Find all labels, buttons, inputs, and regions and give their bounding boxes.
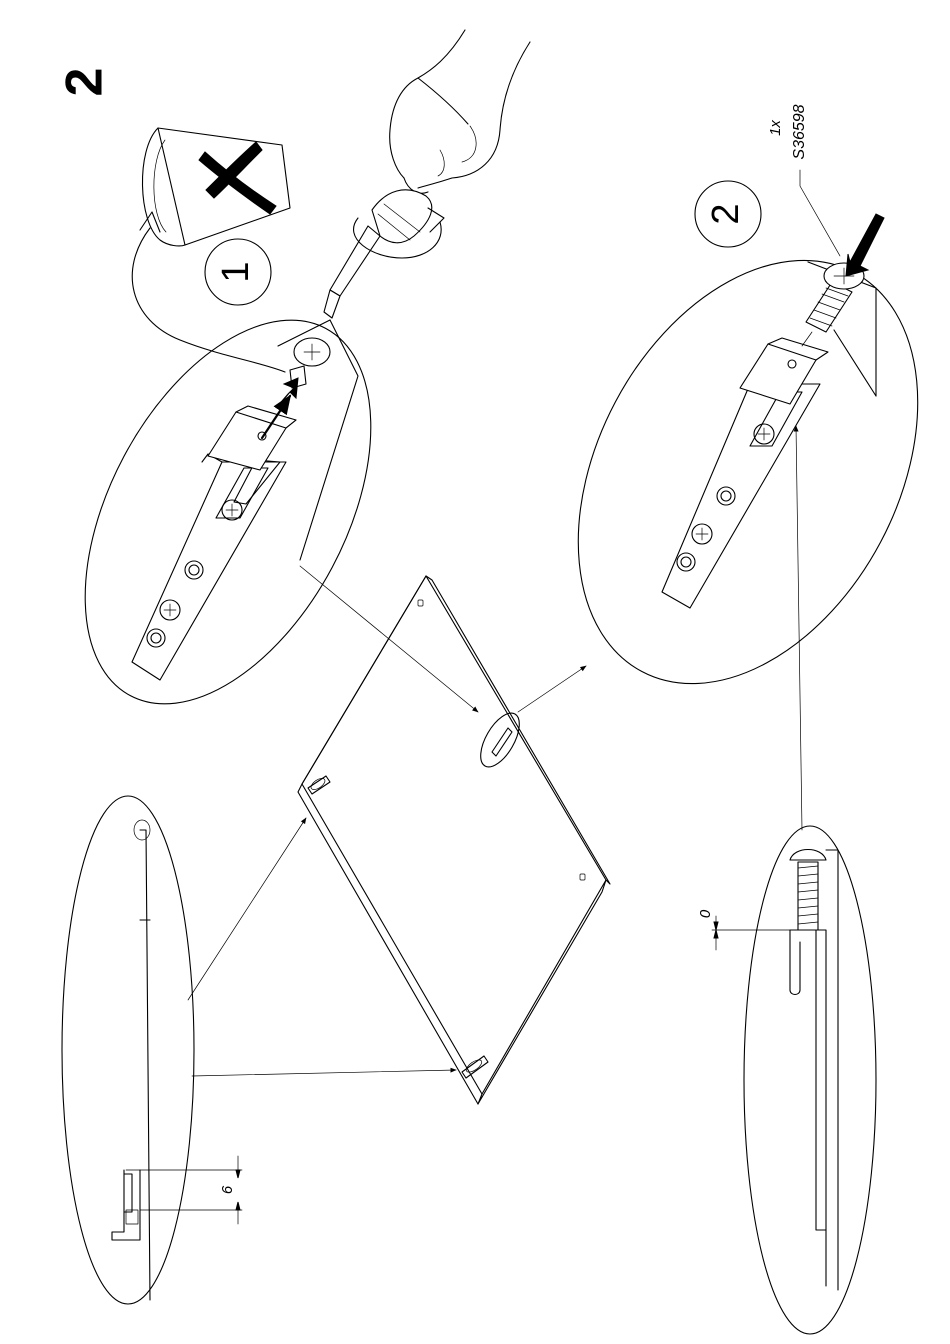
- part-code-leader: [800, 170, 840, 256]
- callout-1: 1: [205, 239, 271, 305]
- callout-2: 2: [695, 181, 761, 247]
- step-number: 2: [56, 68, 114, 97]
- cross-x-icon: [199, 142, 276, 214]
- leader-detail3-to-panel: [188, 818, 306, 1000]
- panel-board: [298, 576, 610, 1104]
- detail-view-3: 6: [62, 796, 242, 1304]
- hardware-quantity: 1x: [767, 120, 784, 136]
- hardware-part-code: S36598: [791, 104, 808, 159]
- detail-view-2: [509, 202, 950, 830]
- leader-detail3b-to-panel: [192, 1070, 456, 1076]
- detail-view-4: 0: [697, 826, 876, 1334]
- dimension-gap-top: 0: [697, 909, 714, 918]
- hand-illustration: [390, 30, 530, 193]
- callout-1-label: 1: [215, 261, 257, 282]
- callout-2-label: 2: [705, 203, 747, 224]
- dimension-gap-bottom: 6: [219, 1185, 236, 1194]
- leader-panel-to-detail2: [518, 666, 586, 712]
